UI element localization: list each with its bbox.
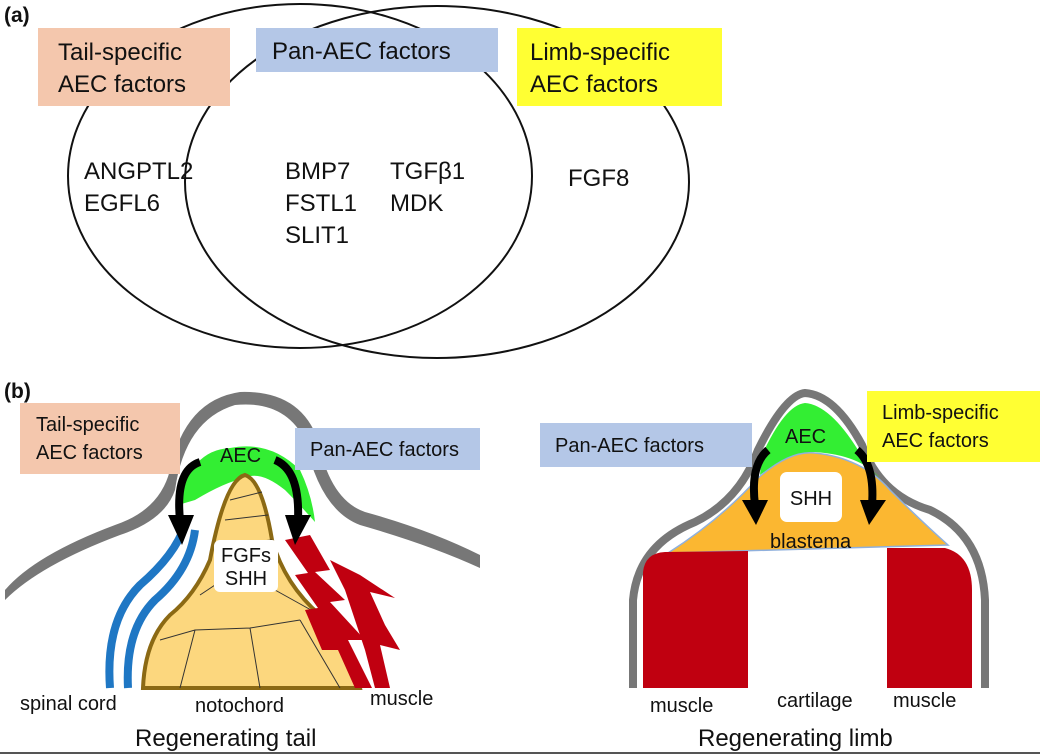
limb-set-ellipse bbox=[184, 5, 690, 359]
limb-signal: SHH bbox=[790, 488, 832, 510]
tail-arrow-left-head bbox=[168, 515, 194, 545]
panel-b-label: (b) bbox=[4, 380, 31, 403]
panel-a-label: (a) bbox=[4, 4, 30, 27]
tail-signal-line1: FGFs bbox=[221, 545, 271, 567]
pan-aec-box-tail bbox=[295, 428, 480, 470]
cartilage-label: cartilage bbox=[777, 690, 853, 712]
tail-box-b-line2: AEC factors bbox=[36, 442, 143, 464]
tail-factor: EGFL6 bbox=[84, 190, 160, 217]
tail-arrow-right bbox=[273, 456, 303, 521]
tail-muscle-label: muscle bbox=[370, 688, 433, 710]
limb-muscle-right bbox=[887, 548, 972, 688]
tail-box-line2: AEC factors bbox=[58, 71, 186, 98]
tail-arrow-left bbox=[175, 458, 202, 521]
tail-muscle bbox=[285, 535, 400, 688]
limb-muscle-right-label: muscle bbox=[893, 690, 956, 712]
limb-box-b-line2: AEC factors bbox=[882, 430, 989, 452]
spinal-cord-label: spinal cord bbox=[20, 693, 117, 715]
pan-factor: SLIT1 bbox=[285, 222, 349, 249]
limb-title: Regenerating limb bbox=[698, 725, 893, 752]
limb-specific-box-b bbox=[867, 391, 1040, 462]
limb-aec bbox=[760, 403, 880, 478]
tail-specific-box bbox=[38, 28, 230, 106]
tail-box-b-line1: Tail-specific bbox=[36, 414, 139, 436]
tail-specific-box-b bbox=[20, 403, 180, 474]
limb-muscle-left bbox=[643, 551, 748, 688]
pan-factor: FSTL1 bbox=[285, 190, 357, 217]
tail-set-ellipse bbox=[67, 3, 533, 349]
tail-aec-label: AEC bbox=[220, 445, 261, 467]
tail-factor: ANGPTL2 bbox=[84, 158, 193, 185]
limb-arrow-left-head bbox=[742, 500, 768, 525]
limb-diagram: SHH AEC blastema bbox=[629, 388, 989, 688]
pan-factor: BMP7 bbox=[285, 158, 350, 185]
pan-aec-box bbox=[256, 28, 498, 72]
pan-factor: MDK bbox=[390, 190, 443, 217]
notochord-label: notochord bbox=[195, 695, 284, 717]
limb-signal-box bbox=[780, 472, 842, 522]
limb-specific-box bbox=[517, 28, 722, 106]
tail-arrow-right-head bbox=[285, 515, 311, 545]
tail-signal-line2: SHH bbox=[225, 568, 267, 590]
limb-arrow-right-head bbox=[860, 500, 886, 525]
tail-signal-box bbox=[214, 540, 278, 592]
pan-box-label: Pan-AEC factors bbox=[272, 38, 451, 65]
limb-skin bbox=[629, 388, 989, 688]
spinal-cord-outer bbox=[105, 523, 189, 689]
tail-box-line1: Tail-specific bbox=[58, 39, 182, 66]
pan-box-tail-label: Pan-AEC factors bbox=[310, 439, 459, 461]
limb-aec-label: AEC bbox=[785, 426, 826, 448]
spinal-cord-inner bbox=[123, 529, 199, 689]
limb-arrow-right bbox=[854, 446, 877, 506]
limb-muscle-left-label: muscle bbox=[650, 695, 713, 717]
limb-box-line1: Limb-specific bbox=[530, 39, 670, 66]
pan-box-limb-label: Pan-AEC factors bbox=[555, 435, 704, 457]
limb-factor: FGF8 bbox=[568, 165, 629, 192]
tail-title: Regenerating tail bbox=[135, 725, 316, 752]
limb-arrow-left bbox=[749, 446, 771, 506]
tail-diagram: FGFs SHH AEC bbox=[5, 391, 480, 690]
limb-box-line2: AEC factors bbox=[530, 71, 658, 98]
pan-aec-box-limb bbox=[540, 423, 752, 467]
limb-box-b-line1: Limb-specific bbox=[882, 402, 999, 424]
pan-factor: TGFβ1 bbox=[390, 158, 465, 185]
blastema-label: blastema bbox=[770, 531, 852, 553]
